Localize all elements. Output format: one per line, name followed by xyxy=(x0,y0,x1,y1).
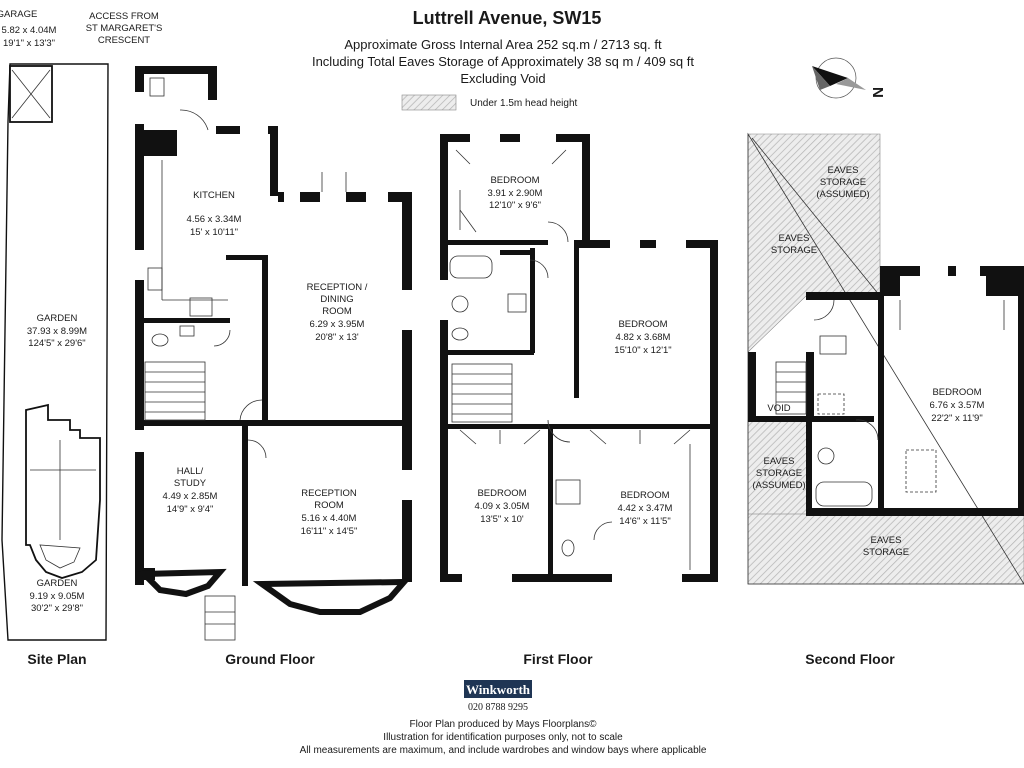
access-line2: ST MARGARET'S xyxy=(86,23,163,34)
reception-dims-ft: 16'11" x 14'5" xyxy=(301,526,358,537)
front-garden-dims-m: 9.19 x 9.05M xyxy=(30,591,85,602)
kitchen-dims-ft: 15' x 10'11" xyxy=(190,227,238,238)
second-eaves-bottom-1: EAVES xyxy=(871,535,902,546)
house-footprint xyxy=(25,403,101,579)
compass-north-label: N xyxy=(869,87,886,98)
head-height-label: Under 1.5m head height xyxy=(470,98,578,109)
second-bedroom-dims-ft: 22'2" x 11'9" xyxy=(931,413,982,424)
reception-dining-name-1: RECEPTION / xyxy=(307,282,368,293)
access-line3: CRESCENT xyxy=(98,35,150,46)
second-eaves-assumed-top-3: (ASSUMED) xyxy=(816,189,869,200)
second-bedroom-name: BEDROOM xyxy=(932,387,981,398)
second-eaves-assumed-top-2: STORAGE xyxy=(820,177,866,188)
gross-area-text: Approximate Gross Internal Area 252 sq.m… xyxy=(344,37,662,52)
plan-title: Luttrell Avenue, SW15 xyxy=(413,8,602,28)
agent-name: Winkworth xyxy=(466,682,531,697)
garage-name: GARAGE xyxy=(0,9,37,20)
site-plan xyxy=(1,63,109,641)
first-bedroom-a-dims-m: 3.91 x 2.90M xyxy=(488,188,543,199)
rear-garden-name: GARDEN xyxy=(37,313,78,324)
first-bedroom-c-name: BEDROOM xyxy=(477,488,526,499)
second-eaves-left-1: EAVES xyxy=(779,233,810,244)
second-eaves-assumed-mid-2: STORAGE xyxy=(756,468,802,479)
front-garden-dims-ft: 30'2" x 29'8" xyxy=(31,603,83,614)
agent-phone: 020 8788 9295 xyxy=(468,702,528,713)
exclusion-text: Excluding Void xyxy=(460,71,545,86)
ground-floor-plan xyxy=(135,66,412,641)
second-void-label: VOID xyxy=(767,403,790,414)
agent-logo xyxy=(464,680,532,698)
front-garden-name: GARDEN xyxy=(37,578,78,589)
hall-study-name-2: STUDY xyxy=(174,478,207,489)
site-plan-label: Site Plan xyxy=(27,651,86,667)
second-floor-plan xyxy=(747,132,1024,585)
hall-study-name-1: HALL/ xyxy=(177,466,204,477)
reception-dining-name-3: ROOM xyxy=(322,306,352,317)
first-bedroom-d-dims-ft: 14'6" x 11'5" xyxy=(619,516,670,527)
first-bedroom-d-dims-m: 4.42 x 3.47M xyxy=(618,503,673,514)
first-bedroom-c-dims-m: 4.09 x 3.05M xyxy=(475,501,530,512)
rear-garden-dims-m: 37.93 x 8.99M xyxy=(27,326,87,337)
reception-name-2: ROOM xyxy=(314,500,344,511)
first-floor-plan xyxy=(440,134,718,582)
second-eaves-assumed-mid-3: (ASSUMED) xyxy=(752,480,805,491)
first-bedroom-b-dims-m: 4.82 x 3.68M xyxy=(616,332,671,343)
first-bedroom-c-dims-ft: 13'5" x 10' xyxy=(480,514,524,525)
ground-floor-label: Ground Floor xyxy=(225,651,315,667)
second-eaves-left-2: STORAGE xyxy=(771,245,817,256)
first-bedroom-d-name: BEDROOM xyxy=(620,490,669,501)
first-floor-label: First Floor xyxy=(523,651,593,667)
rear-garden-dims-ft: 124'5" x 29'6" xyxy=(28,338,85,349)
compass-icon xyxy=(812,57,866,99)
garage-dims-m: 5.82 x 4.04M xyxy=(2,25,57,36)
reception-dining-dims-m: 6.29 x 3.95M xyxy=(310,319,365,330)
footer-producer: Floor Plan produced by Mays Floorplans© xyxy=(410,719,598,730)
reception-dims-m: 5.16 x 4.40M xyxy=(302,513,357,524)
site-boundary xyxy=(1,63,109,641)
second-eaves-assumed-mid-1: EAVES xyxy=(764,456,795,467)
second-bedroom-dims-m: 6.76 x 3.57M xyxy=(930,400,985,411)
reception-dining-dims-ft: 20'8" x 13' xyxy=(315,332,359,343)
footer-measurements: All measurements are maximum, and includ… xyxy=(300,745,707,756)
first-bedroom-b-dims-ft: 15'10" x 12'1" xyxy=(614,345,671,356)
first-bedroom-b-name: BEDROOM xyxy=(618,319,667,330)
hall-study-dims-m: 4.49 x 2.85M xyxy=(163,491,218,502)
first-bedroom-a-dims-ft: 12'10" x 9'6" xyxy=(489,200,541,211)
first-bedroom-a-name: BEDROOM xyxy=(490,175,539,186)
reception-dining-name-2: DINING xyxy=(320,294,353,305)
kitchen-dims-m: 4.56 x 3.34M xyxy=(187,214,242,225)
second-floor-label: Second Floor xyxy=(805,651,895,667)
second-eaves-bottom-2: STORAGE xyxy=(863,547,909,558)
kitchen-name: KITCHEN xyxy=(193,190,235,201)
footer-disclaimer: Illustration for identification purposes… xyxy=(383,732,623,743)
reception-name-1: RECEPTION xyxy=(301,488,357,499)
garage-dims-ft: 19'1" x 13'3" xyxy=(3,38,55,49)
head-height-swatch xyxy=(401,94,457,111)
second-eaves-assumed-top-1: EAVES xyxy=(828,165,859,176)
eaves-area-text: Including Total Eaves Storage of Approxi… xyxy=(312,54,694,69)
access-line1: ACCESS FROM xyxy=(89,11,159,22)
hall-study-dims-ft: 14'9" x 9'4" xyxy=(167,504,214,515)
